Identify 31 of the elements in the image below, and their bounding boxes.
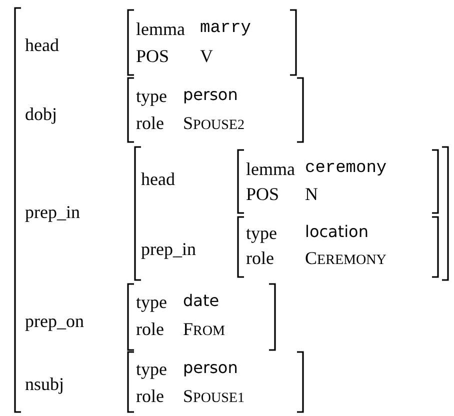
attribute-value: N xyxy=(305,185,318,203)
attribute-name: role xyxy=(136,320,164,338)
attribute-value: CEREMONY xyxy=(305,249,386,268)
attribute-value: SPOUSE1 xyxy=(183,387,244,406)
attribute-name: POS xyxy=(136,47,170,65)
attribute-name: type xyxy=(136,87,167,105)
attribute-name: prep_in xyxy=(25,203,80,221)
attribute-value: V xyxy=(200,47,213,65)
attribute-value: location xyxy=(305,224,368,240)
attribute-name: type xyxy=(246,224,277,242)
attribute-value: date xyxy=(183,293,220,309)
attribute-value: FROM xyxy=(183,320,225,338)
attribute-name: head xyxy=(25,36,59,54)
attribute-value: person xyxy=(183,87,238,103)
attribute-name: head xyxy=(141,170,175,188)
attribute-name: nsubj xyxy=(25,375,64,393)
attribute-name: dobj xyxy=(25,105,58,123)
attribute-name: lemma xyxy=(136,20,185,38)
attribute-value: marry xyxy=(200,20,252,37)
attribute-value: ceremony xyxy=(305,160,387,177)
attribute-name: lemma xyxy=(246,160,295,178)
attribute-value: SPOUSE2 xyxy=(183,114,244,132)
attribute-name: type xyxy=(136,293,167,311)
attribute-name: role xyxy=(136,114,164,132)
attribute-name: POS xyxy=(246,185,280,203)
attribute-value: person xyxy=(183,360,238,376)
attribute-name: type xyxy=(136,360,167,378)
attribute-name: prep_on xyxy=(25,312,84,330)
attribute-name: role xyxy=(246,249,274,267)
attribute-name: prep_in xyxy=(141,240,196,258)
attribute-name: role xyxy=(136,387,164,405)
